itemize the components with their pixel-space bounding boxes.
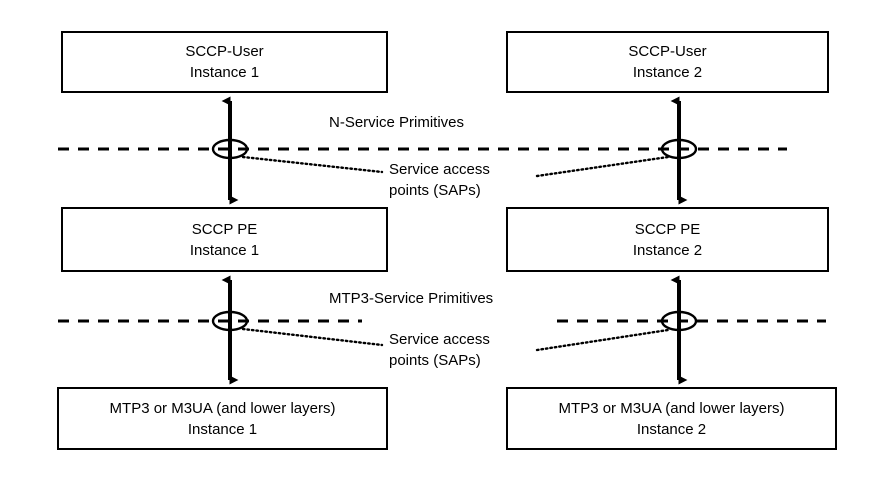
leader-sap-upper-right: [535, 155, 670, 178]
box-sccp-pe-1-line2: Instance 1: [189, 241, 260, 259]
label-sap-upper: Service access points (SAPs): [389, 159, 490, 201]
box-mtp3-2: MTP3 or M3UA (and lower layers) Instance…: [506, 387, 837, 450]
box-mtp3-1-line1: MTP3 or M3UA (and lower layers): [109, 399, 336, 417]
box-sccp-user-1-line2: Instance 1: [189, 64, 260, 81]
box-sccp-user-1: SCCP-User Instance 1: [61, 31, 388, 93]
label-n-service-primitives: N-Service Primitives: [329, 114, 465, 131]
label-sap-lower: Service access points (SAPs): [389, 329, 490, 371]
box-sccp-user-2-line1: SCCP-User: [628, 43, 707, 60]
box-mtp3-2-line1: MTP3 or M3UA (and lower layers): [558, 399, 785, 417]
label-sap-lower-line2: points (SAPs): [389, 352, 481, 369]
label-sap-upper-line1: Service access: [389, 161, 490, 178]
box-mtp3-2-line2: Instance 2: [636, 420, 707, 438]
box-sccp-user-2: SCCP-User Instance 2: [506, 31, 829, 93]
sap-ellipse-upper-left: [211, 138, 249, 160]
box-mtp3-1-line2: Instance 1: [187, 420, 258, 438]
box-sccp-pe-2-line2: Instance 2: [632, 241, 703, 259]
box-sccp-pe-1-line1: SCCP PE: [191, 220, 258, 238]
box-sccp-user-1-line1: SCCP-User: [185, 43, 264, 60]
box-sccp-pe-2-line1: SCCP PE: [634, 220, 701, 238]
sap-ellipse-upper-right: [660, 138, 698, 160]
label-mtp3-service-primitives: MTP3-Service Primitives: [329, 290, 494, 307]
box-sccp-user-2-line2: Instance 2: [632, 64, 703, 81]
leader-sap-lower-left: [241, 327, 384, 347]
box-sccp-pe-2: SCCP PE Instance 2: [506, 207, 829, 272]
box-sccp-pe-1: SCCP PE Instance 1: [61, 207, 388, 272]
sap-ellipse-lower-left: [211, 310, 249, 332]
leader-sap-upper-left: [241, 155, 384, 174]
box-mtp3-1: MTP3 or M3UA (and lower layers) Instance…: [57, 387, 388, 450]
leader-sap-lower-right: [535, 328, 670, 352]
label-sap-lower-line1: Service access: [389, 331, 490, 348]
label-sap-upper-line2: points (SAPs): [389, 182, 481, 199]
sap-ellipse-lower-right: [660, 310, 698, 332]
